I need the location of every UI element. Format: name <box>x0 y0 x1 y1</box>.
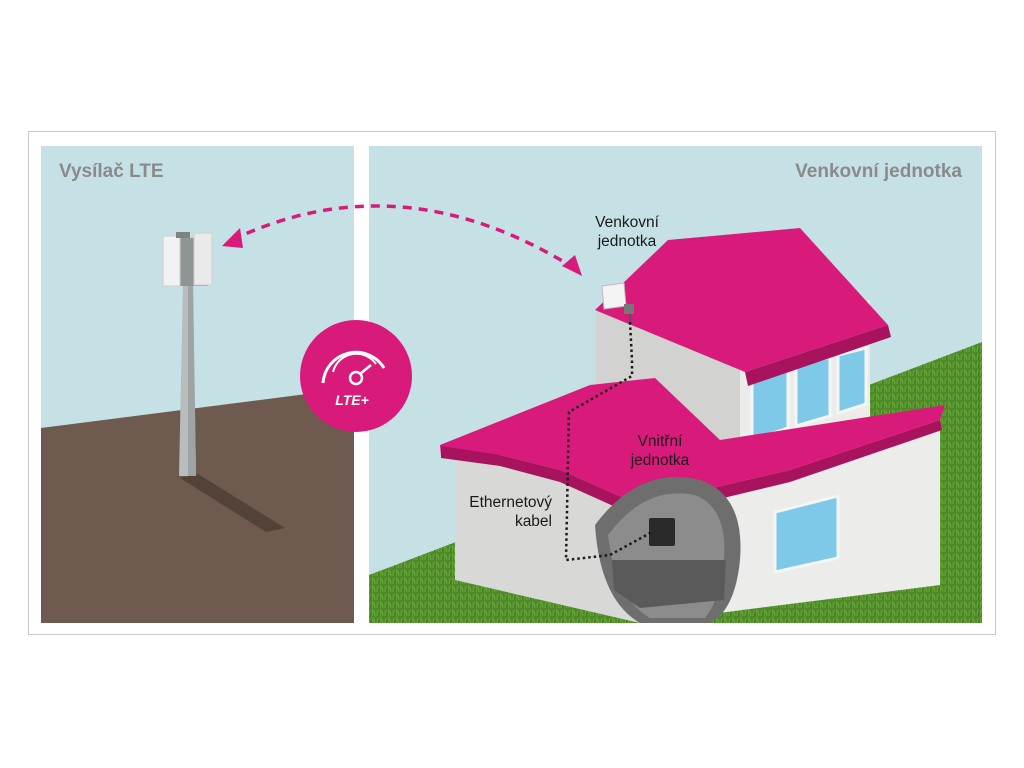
left-ground <box>41 388 354 623</box>
ethernet-cable-label-line1: Ethernetový <box>469 494 552 511</box>
indoor-unit-label-line2: jednotka <box>630 452 690 469</box>
dormer-window-3 <box>836 346 868 416</box>
lower-roof <box>440 378 945 505</box>
signal-arrow <box>222 204 582 276</box>
badge-text: LTE+ <box>335 392 369 408</box>
left-panel <box>41 146 354 623</box>
house <box>440 228 945 623</box>
outdoor-unit-label: Venkovní jednotka <box>582 213 672 251</box>
outdoor-unit-label-line1: Venkovní <box>595 214 659 231</box>
left-panel-title: Vysílač LTE <box>59 161 164 182</box>
right-panel-title: Venkovní jednotka <box>795 161 962 182</box>
arrowhead-left <box>222 228 243 248</box>
ethernet-cable-label-line2: kabel <box>514 513 552 530</box>
indoor-unit-label-line1: Vnitřní <box>637 433 683 450</box>
right-panel <box>369 146 982 623</box>
arrowhead-right <box>562 255 582 276</box>
speedometer-icon <box>321 350 386 384</box>
upper-roof-edge <box>745 325 891 386</box>
outdoor-unit-antenna <box>601 282 634 325</box>
lte-badge: LTE+ <box>300 320 412 432</box>
ethernet-cable-label: Ethernetový kabel <box>440 493 552 531</box>
ethernet-cable <box>564 321 653 562</box>
outdoor-unit-label-line2: jednotka <box>597 233 657 250</box>
tower-shadow <box>180 474 285 532</box>
indoor-unit-label: Vnitřní jednotka <box>620 432 700 470</box>
lte-tower <box>162 232 213 476</box>
window-lower <box>773 494 840 574</box>
upper-roof <box>595 228 888 372</box>
indoor-unit-device <box>649 518 675 546</box>
